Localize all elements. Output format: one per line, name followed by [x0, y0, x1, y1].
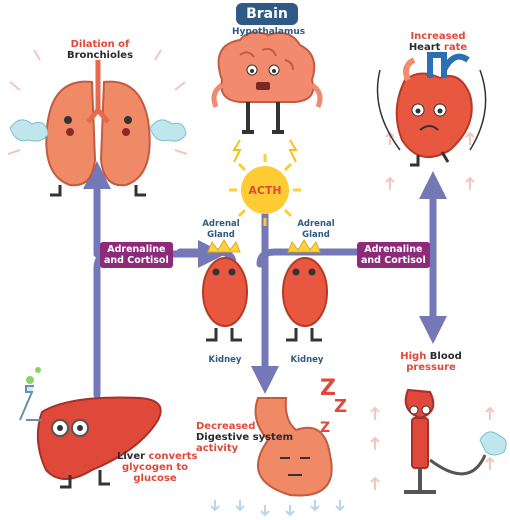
liver-label: Liver converts glycogen to glucose: [117, 451, 198, 484]
kidney-label-left: Kidney: [208, 355, 242, 365]
kidney-label-right: Kidney: [290, 355, 324, 365]
heart-character: [376, 52, 487, 167]
bronchioles-label: Dilation of Bronchioles: [66, 39, 134, 61]
brain-character: [211, 31, 323, 163]
svg-text:Z: Z: [334, 396, 347, 417]
stomach-character: Z Z Z: [254, 376, 347, 497]
blood-pressure-label: High Blood pressure: [400, 351, 462, 373]
diagram-title: Brain: [236, 3, 298, 25]
down-arrows-stomach: [210, 500, 345, 517]
heart-rate-label: Increased Heart rate: [408, 31, 468, 53]
blood-pressure-character: [404, 388, 507, 494]
kidney-left-character: [202, 239, 248, 342]
lungs-character: [9, 60, 187, 197]
liver-character: [19, 367, 162, 489]
acth-label: ACTH: [248, 184, 282, 197]
acth-badge: [229, 154, 301, 226]
kidney-right-character: [282, 239, 328, 342]
svg-text:Z: Z: [320, 420, 330, 436]
digestive-label: Decreased Digestive system activity: [196, 421, 294, 454]
background-arrows: [7, 49, 495, 490]
hypothalamus-label: Hypothalamus: [232, 27, 306, 37]
svg-text:Z: Z: [320, 376, 336, 401]
